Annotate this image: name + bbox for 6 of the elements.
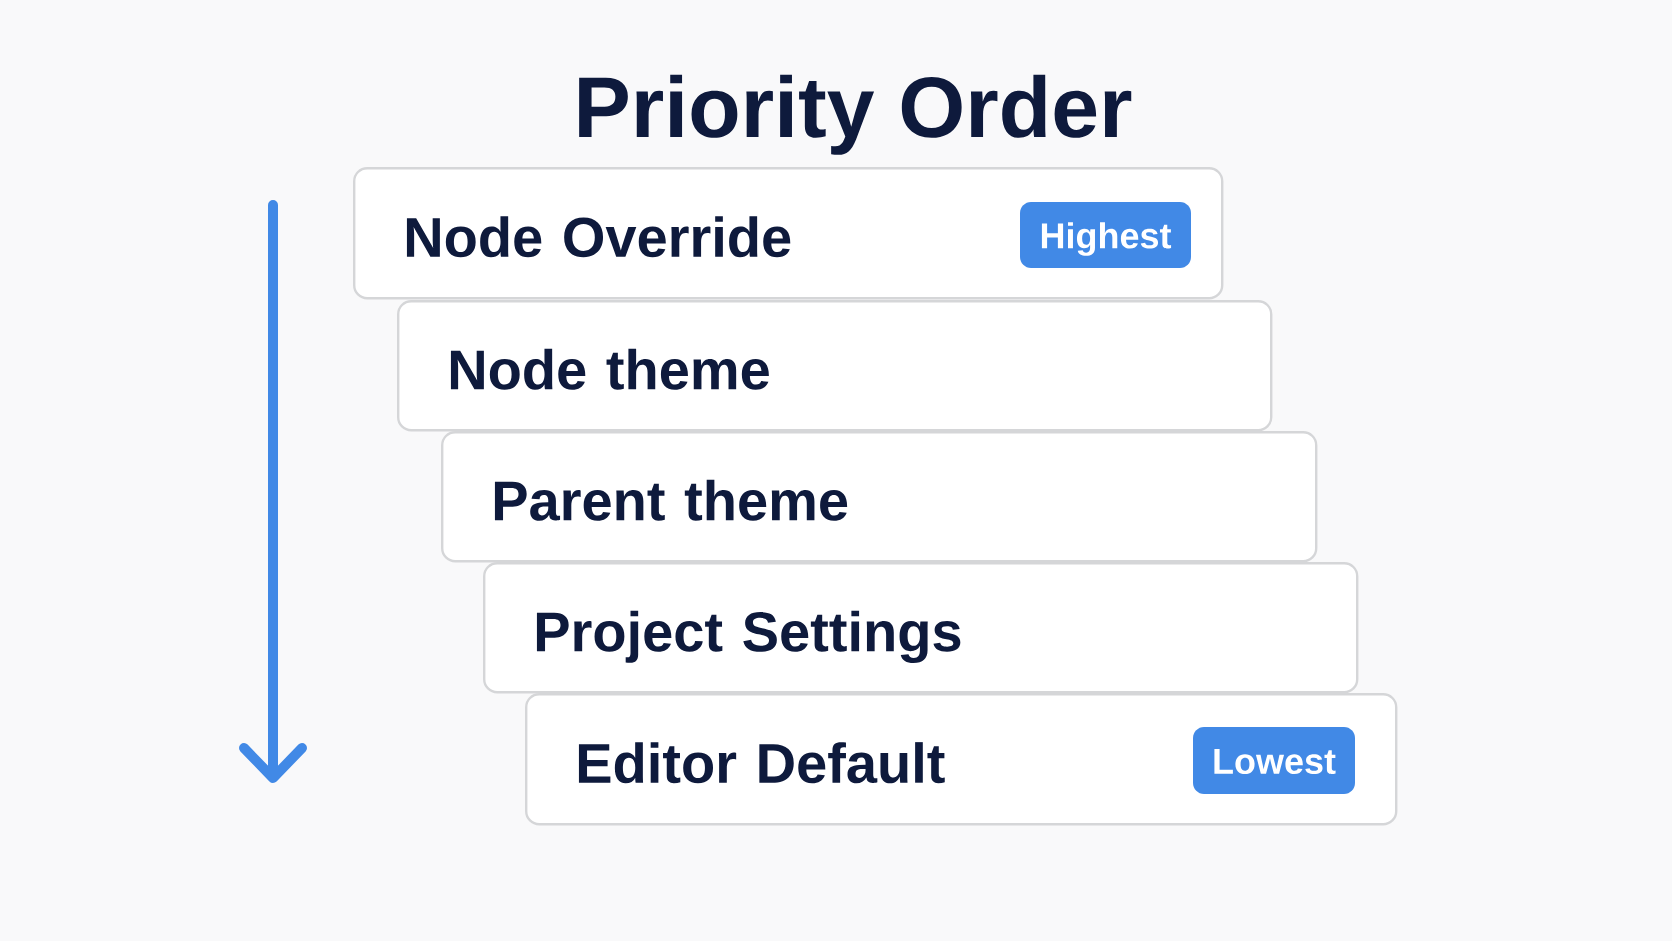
layer-card: Node theme bbox=[397, 300, 1273, 432]
layer-card: Project Settings bbox=[483, 562, 1359, 694]
title: Priority Order bbox=[579, 74, 1132, 155]
priority-badge: Lowest bbox=[1193, 727, 1355, 794]
layer-card: Parent theme bbox=[441, 431, 1318, 563]
priority-badge: Highest bbox=[1020, 202, 1191, 268]
